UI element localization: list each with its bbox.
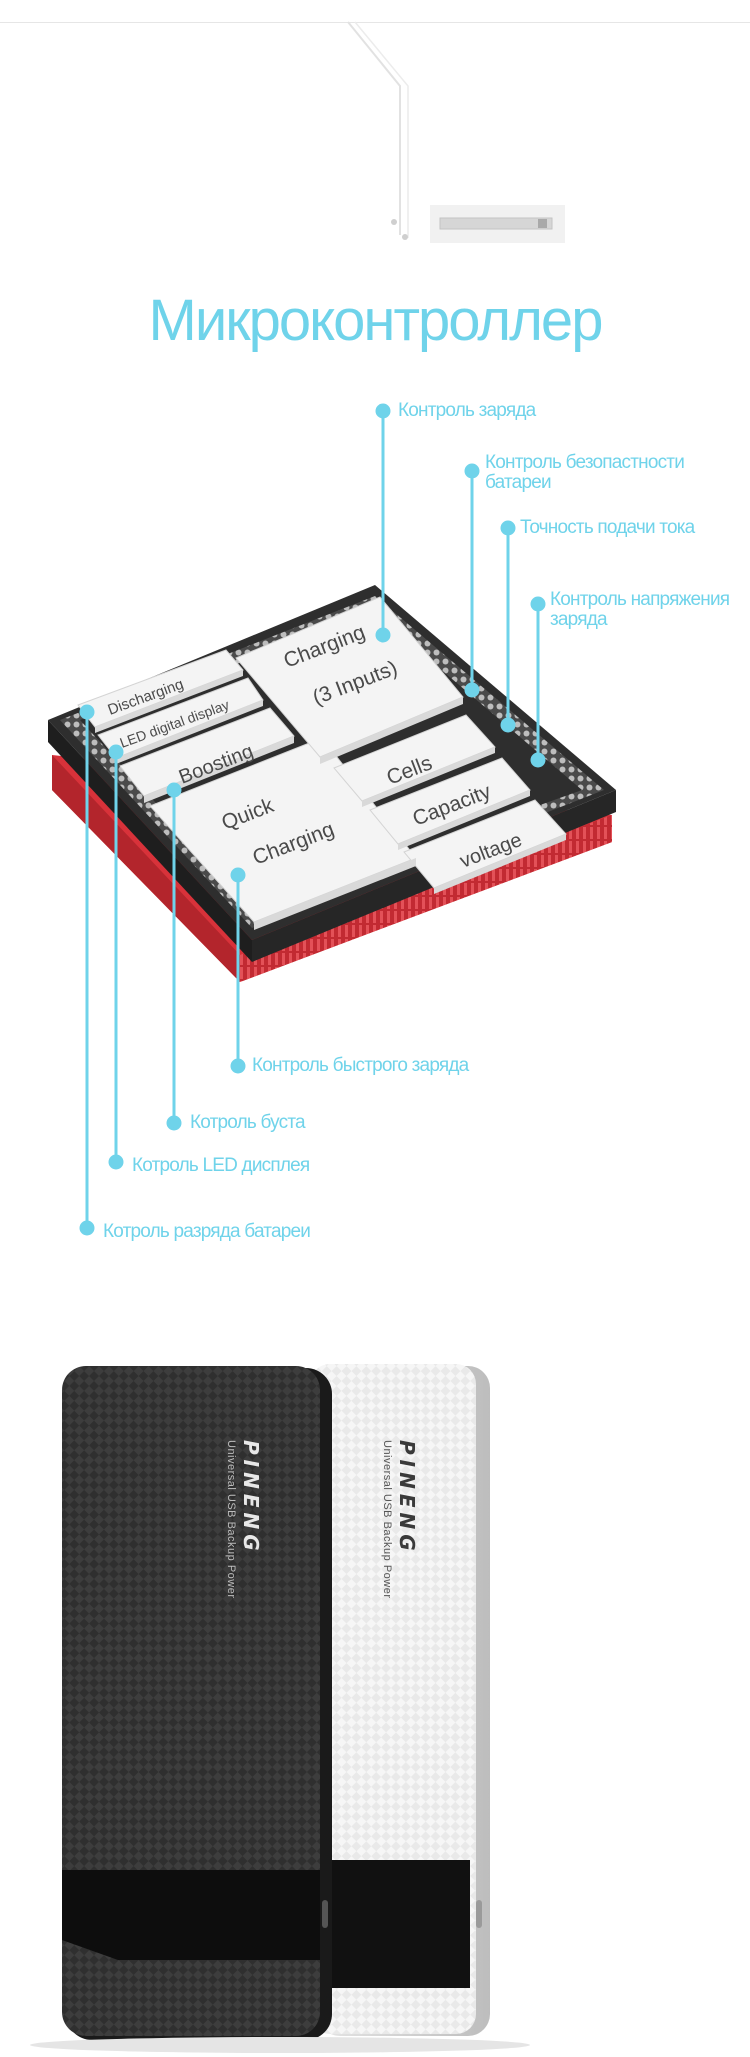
callout-discharge-control: Котроль разряда батареи [103,1221,311,1242]
microcontroller-illustration: Discharging LED digital display Boosting… [48,403,616,1236]
callout-charge-control: Контроль заряда [398,400,536,421]
circuit-trace-decoration [347,21,565,243]
black-brand-subtitle: Universal USB Backup Power [225,1440,237,1599]
white-usb-port-icon [476,1900,482,1928]
top-divider [0,22,750,23]
callout-fast-charge-control: Контроль быстрого заряда [252,1055,469,1076]
callout-battery-safety: Контроль безопастности батареи [485,452,685,493]
white-brand-logo: PINENG [395,1440,419,1556]
callout-current-accuracy: Точность подачи тока [520,517,695,538]
callout-led-display-control: Котроль LED дисплея [132,1155,310,1176]
black-usb-port-icon [322,1900,328,1928]
callout-boost-control: Котроль буста [190,1112,306,1133]
callout-voltage-control: Контроль напряжения заряда [550,589,730,630]
page-title: Микроконтроллер [148,288,604,353]
white-brand-subtitle: Universal USB Backup Power [381,1440,393,1599]
black-brand-logo: PINENG [239,1440,263,1556]
